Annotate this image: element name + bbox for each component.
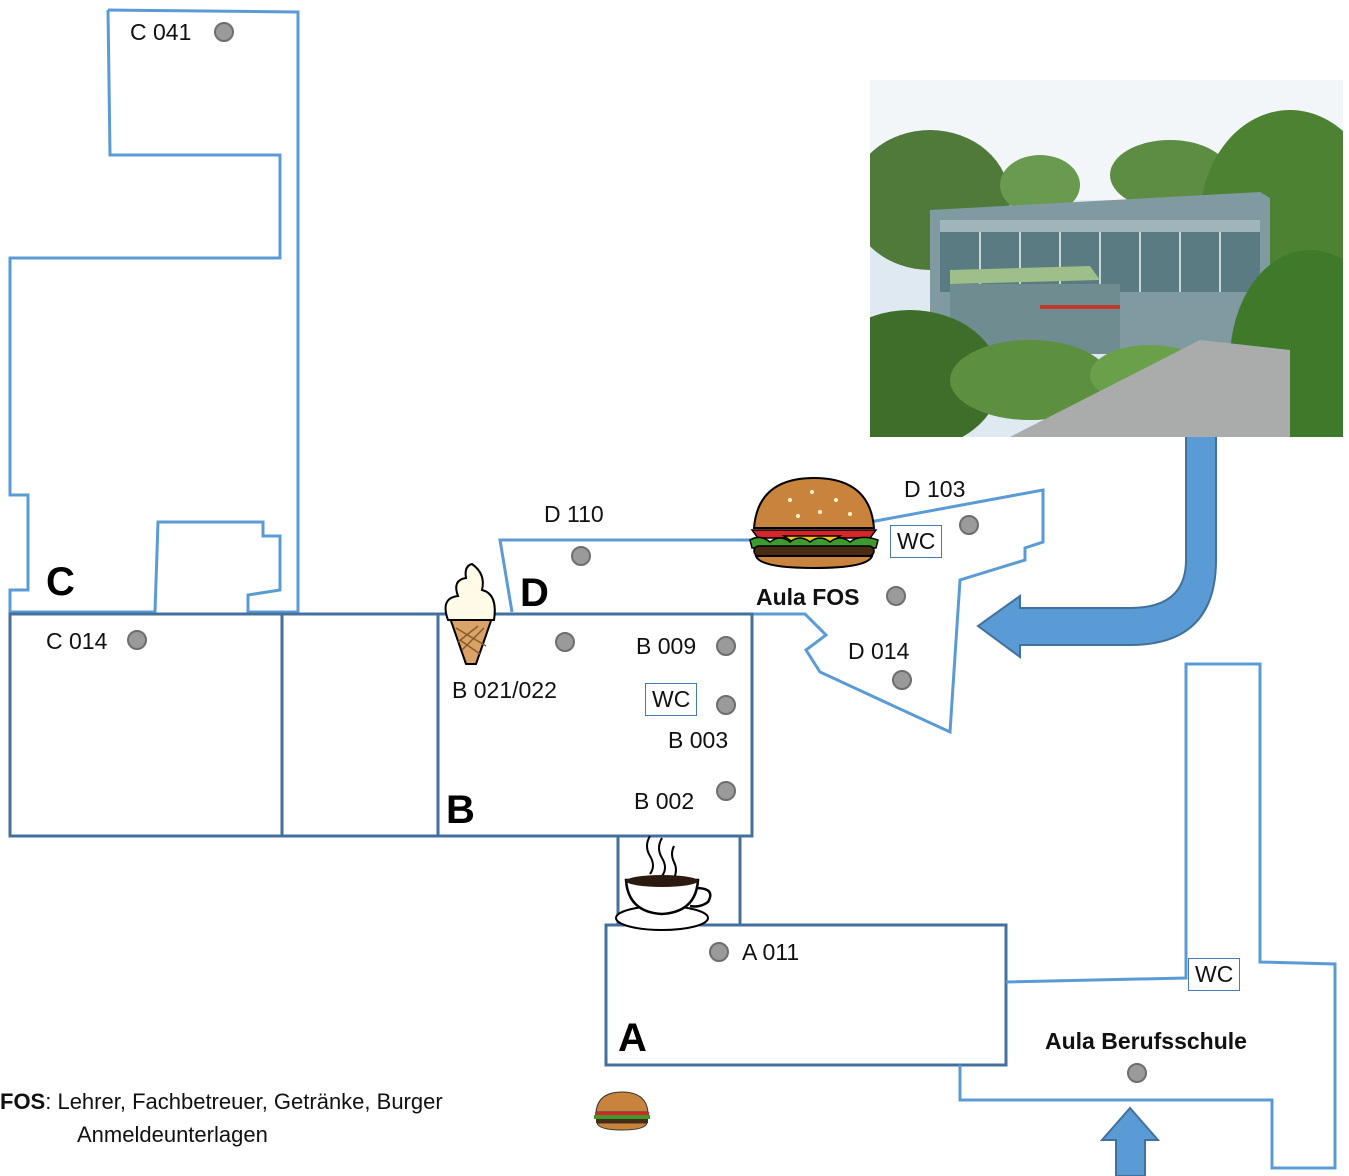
room-marker-b003[interactable]	[716, 695, 736, 715]
room-marker-a011[interactable]	[709, 942, 729, 962]
room-label-d014: D 014	[848, 638, 910, 664]
room-label-b021-022: B 021/022	[452, 677, 557, 703]
room-label-c014: C 014	[46, 628, 108, 654]
legend-title: FOS	[0, 1089, 46, 1114]
coffee-cup-icon	[615, 835, 712, 931]
room-label-b009: B 009	[636, 633, 697, 659]
building-label-b: B	[446, 788, 475, 832]
ice-cream-icon	[444, 562, 496, 665]
room-marker-b002[interactable]	[716, 781, 736, 801]
room-label-c041: C 041	[130, 19, 192, 45]
room-label-a011: A 011	[742, 939, 800, 965]
legend-line-1: FOS: Lehrer, Fachbetreuer, Getränke, Bur…	[0, 1085, 443, 1118]
legend-text-2: Anmeldeunterlagen	[77, 1122, 268, 1147]
wc-label-d: WC	[890, 525, 943, 558]
room-marker-c014[interactable]	[127, 630, 147, 650]
d-wing-east-outline	[752, 488, 1045, 735]
room-label-d110: D 110	[544, 501, 604, 527]
wc-label-b: WC	[645, 683, 698, 716]
room-label-b002: B 002	[634, 788, 695, 814]
room-marker-d110[interactable]	[571, 546, 591, 566]
legend-burger-icon	[594, 1091, 650, 1131]
legend: FOS: Lehrer, Fachbetreuer, Getränke, Bur…	[0, 1085, 443, 1151]
building-label-c: C	[46, 560, 75, 604]
aula-berufsschule-outline	[958, 662, 1337, 1170]
room-label-b003: B 003	[668, 727, 729, 753]
aula-fos-label: Aula FOS	[756, 584, 860, 610]
room-marker-c041[interactable]	[214, 22, 234, 42]
b-building-block	[436, 612, 754, 838]
room-marker-b021-022[interactable]	[555, 632, 575, 652]
room-marker-d103[interactable]	[959, 515, 979, 535]
d-wing-outline	[498, 538, 760, 613]
a-building-block	[604, 923, 1008, 1067]
connector-block	[280, 612, 440, 838]
building-label-d: D	[520, 571, 549, 615]
room-label-d103: D 103	[904, 476, 966, 502]
wc-label-a: WC	[1188, 958, 1241, 991]
aula-berufsschule-marker[interactable]	[1127, 1063, 1147, 1083]
c-wing-outline	[8, 8, 300, 614]
burger-icon	[749, 476, 879, 570]
entrance-arrow-icon	[1099, 1106, 1161, 1176]
legend-text-1: : Lehrer, Fachbetreuer, Getränke, Burger	[45, 1089, 443, 1114]
building-label-a: A	[618, 1016, 647, 1060]
aula-berufsschule-label: Aula Berufsschule	[1045, 1028, 1247, 1054]
legend-line-2: Anmeldeunterlagen	[0, 1118, 443, 1151]
room-marker-d014[interactable]	[892, 670, 912, 690]
room-marker-b009[interactable]	[716, 636, 736, 656]
building-photo	[870, 80, 1343, 437]
aula-fos-marker[interactable]	[886, 586, 906, 606]
